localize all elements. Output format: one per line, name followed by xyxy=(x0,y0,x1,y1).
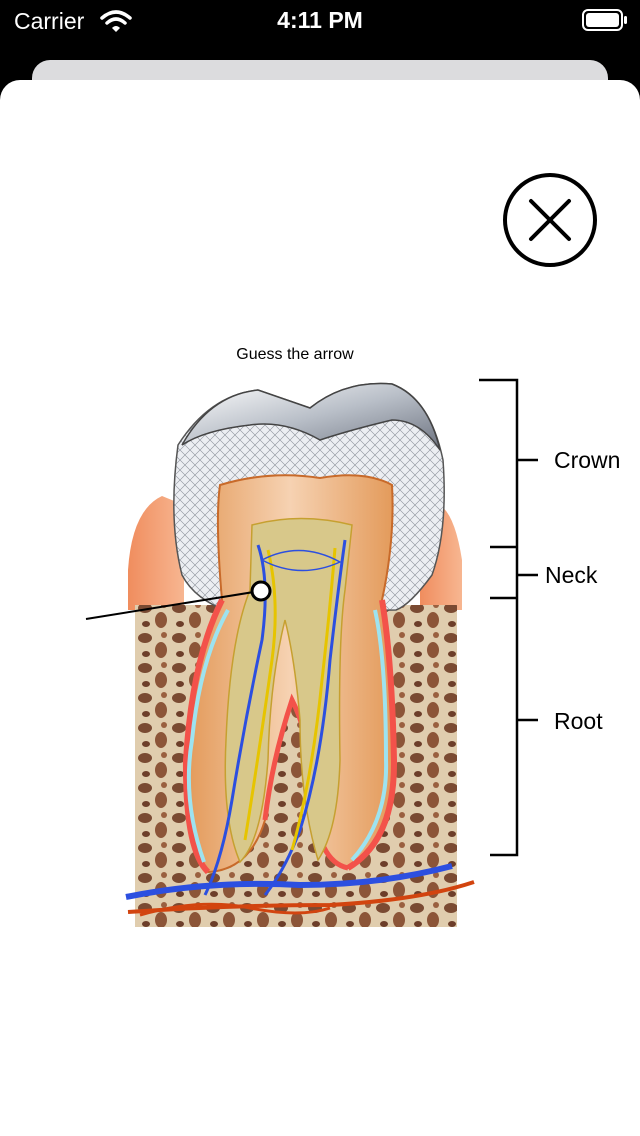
status-time: 4:11 PM xyxy=(277,7,363,33)
label-root: Root xyxy=(554,708,603,734)
status-bar: Carrier 4:11 PM xyxy=(0,0,640,42)
close-icon[interactable] xyxy=(502,172,598,268)
battery-full-icon xyxy=(582,9,627,31)
carrier-label: Carrier xyxy=(14,8,85,34)
label-neck: Neck xyxy=(545,562,598,588)
wifi-icon xyxy=(100,10,132,32)
label-crown: Crown xyxy=(554,447,621,473)
diagram-caption: Guess the arrow xyxy=(236,346,354,363)
